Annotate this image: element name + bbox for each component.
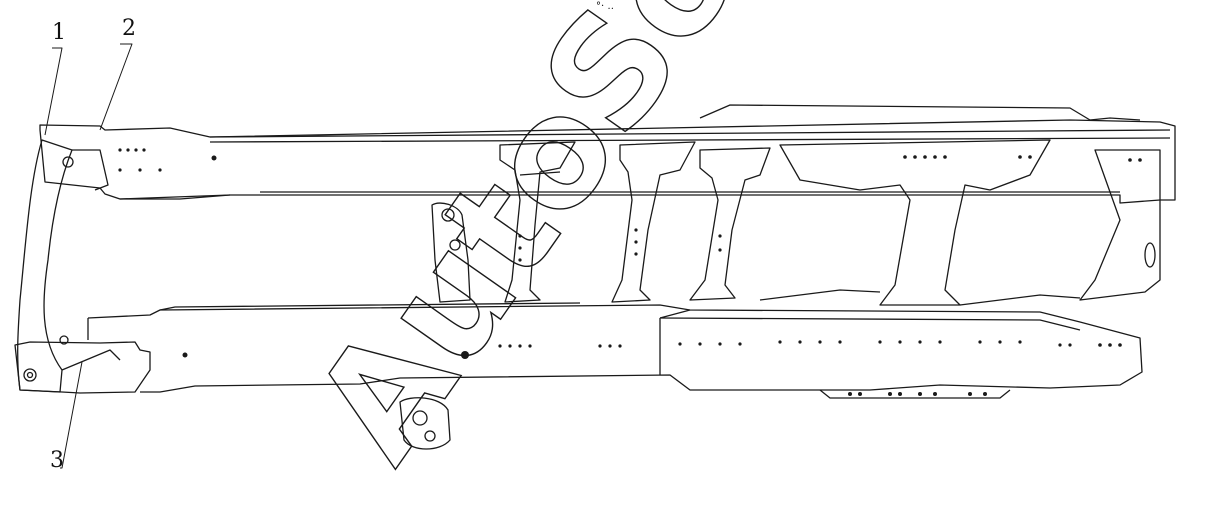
callout-leaders (44, 43, 133, 469)
hole-patterns (118, 148, 1142, 396)
cross-member-2 (611, 141, 696, 303)
top-mark: °· ‥ (596, 1, 615, 12)
upper-side-member (39, 104, 1176, 204)
callout-1: 1 (52, 20, 66, 45)
lower-bracket (399, 397, 451, 450)
cross-member-4 (759, 139, 1081, 306)
lower-side-member (14, 302, 1143, 399)
callout-3: 3 (50, 448, 64, 473)
cross-member-3 (689, 147, 771, 301)
front-cross-member (17, 139, 121, 393)
cross-member-rear (1079, 149, 1161, 301)
callout-2: 2 (122, 16, 136, 41)
cross-member-1 (499, 141, 576, 303)
front-bracket (431, 202, 471, 303)
